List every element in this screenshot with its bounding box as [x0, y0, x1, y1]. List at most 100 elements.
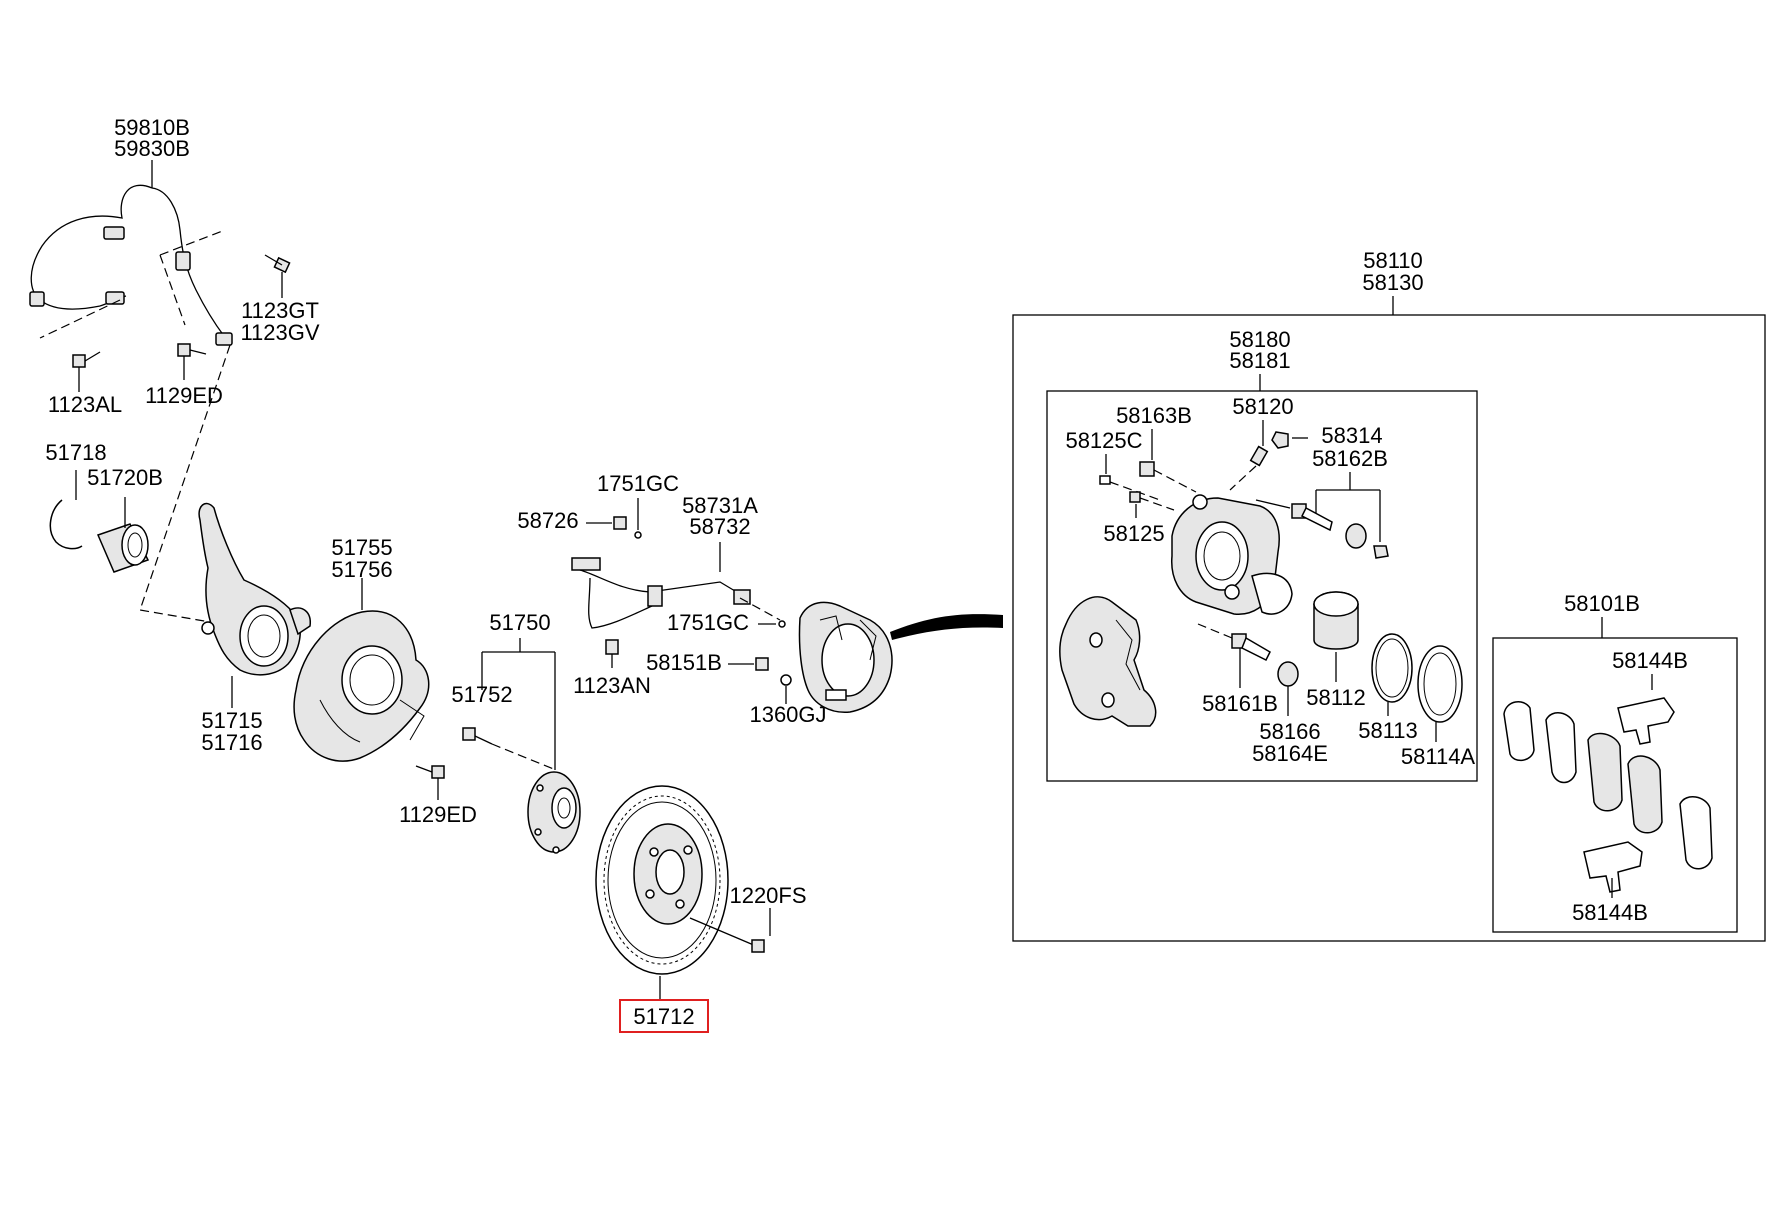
bolt-1123gt[interactable] [264, 254, 291, 274]
bleeder-cap[interactable] [1271, 431, 1289, 449]
wheel-hub[interactable] [527, 771, 581, 854]
label-58130[interactable]: 58130 [1362, 270, 1423, 295]
label-1123gt[interactable]: 1123GT [241, 298, 319, 323]
guide-line [739, 597, 781, 621]
guide-line [491, 743, 557, 771]
dust-cover[interactable] [293, 610, 430, 762]
pointer-arrow [890, 614, 1003, 640]
label-58163b[interactable]: 58163B [1116, 403, 1192, 428]
bolt-58726[interactable] [613, 516, 627, 530]
dust-cap-58125c[interactable] [1099, 475, 1111, 485]
caliper-piston[interactable] [1313, 591, 1359, 650]
wheel-bearing[interactable] [96, 523, 150, 573]
disc-screw[interactable] [689, 917, 765, 953]
bolt-58151b[interactable] [755, 657, 769, 671]
caliper-mount-bracket[interactable] [1059, 596, 1157, 727]
leader-pin-line [1255, 499, 1291, 509]
label-58120[interactable]: 58120 [1232, 394, 1293, 419]
label-51720b[interactable]: 51720B [87, 465, 163, 490]
label-58101b[interactable]: 58101B [1564, 591, 1640, 616]
steering-knuckle[interactable] [198, 502, 311, 676]
bleeder-screw[interactable] [1249, 445, 1269, 467]
bolt-58163b[interactable] [1139, 461, 1155, 477]
label-51715[interactable]: 51715 [201, 708, 262, 733]
label-1360gj[interactable]: 1360GJ [749, 702, 826, 727]
bolt-1129ed-top[interactable] [177, 343, 207, 357]
label-51750[interactable]: 51750 [489, 610, 550, 635]
label-58731a[interactable]: 58731A [682, 493, 758, 518]
label-58110[interactable]: 58110 [1363, 248, 1423, 273]
caliper-body-box [1046, 390, 1478, 782]
label-1123al[interactable]: 1123AL [48, 392, 122, 417]
label-58732[interactable]: 58732 [689, 514, 750, 539]
label-1123gv[interactable]: 1123GV [240, 320, 319, 345]
guide-pin-upper[interactable] [1291, 503, 1333, 532]
label-58162b[interactable]: 58162B [1312, 446, 1388, 471]
bracket-51750 [481, 638, 556, 770]
pin-bushing-lower[interactable] [1277, 661, 1299, 687]
bolt-1129ed-low[interactable] [415, 765, 445, 779]
guide-line [1229, 465, 1257, 491]
label-58112[interactable]: 58112 [1306, 685, 1366, 710]
label-1129ed-low[interactable]: 1129ED [399, 802, 477, 827]
label-59830b[interactable]: 59830B [114, 136, 190, 161]
plug-58125[interactable] [1129, 491, 1141, 503]
label-51712[interactable]: 51712 [633, 1004, 694, 1029]
label-58125c[interactable]: 58125C [1065, 428, 1142, 453]
label-1751gc-top[interactable]: 1751GC [597, 471, 679, 496]
label-58164e[interactable]: 58164E [1252, 741, 1328, 766]
pad-clip-top[interactable] [1617, 697, 1675, 745]
label-58166[interactable]: 58166 [1259, 719, 1320, 744]
hub-bolt[interactable] [462, 727, 493, 745]
caliper-assembly[interactable] [798, 601, 893, 713]
label-1220fs[interactable]: 1220FS [729, 883, 806, 908]
guide-line [1139, 497, 1175, 511]
label-58125[interactable]: 58125 [1103, 521, 1164, 546]
bolt-1123al[interactable] [72, 351, 101, 368]
label-51755[interactable]: 51755 [331, 535, 392, 560]
brake-disc[interactable] [595, 785, 729, 975]
pin-cap-upper[interactable] [1373, 545, 1389, 559]
guide-line [159, 254, 186, 326]
label-51752[interactable]: 51752 [451, 682, 512, 707]
brake-hose[interactable] [571, 531, 751, 629]
piston-seal[interactable] [1371, 633, 1413, 703]
label-58161b[interactable]: 58161B [1202, 691, 1278, 716]
abs-sensor-wire[interactable] [29, 184, 233, 346]
pad-kit-box [1492, 637, 1738, 933]
label-58144b-top[interactable]: 58144B [1612, 648, 1688, 673]
guide-pin-lower[interactable] [1231, 633, 1271, 662]
label-58151b[interactable]: 58151B [646, 650, 722, 675]
label-51718[interactable]: 51718 [45, 440, 106, 465]
washer-1751gc[interactable] [778, 620, 786, 628]
label-1129ed-top[interactable]: 1129ED [145, 383, 223, 408]
disc-highlight-box [619, 999, 709, 1033]
pin-boot-upper[interactable] [1345, 523, 1367, 549]
guide-line [1197, 623, 1233, 639]
snap-ring[interactable] [49, 499, 83, 550]
guide-line [1109, 481, 1161, 501]
washer-1360gj[interactable] [780, 674, 792, 686]
label-58144b-bottom[interactable]: 58144B [1572, 900, 1648, 925]
label-1123an[interactable]: 1123AN [573, 673, 651, 698]
label-51756[interactable]: 51756 [331, 557, 392, 582]
caliper-housing[interactable] [1171, 494, 1293, 615]
label-58180[interactable]: 58180 [1229, 327, 1290, 352]
piston-boot[interactable] [1417, 645, 1463, 723]
guide-line [159, 229, 226, 256]
bracket-58162b [1315, 472, 1381, 542]
label-1751gc-mid[interactable]: 1751GC [667, 610, 749, 635]
label-58114a[interactable]: 58114A [1401, 744, 1476, 769]
brake-pad-shim-left[interactable] [1503, 701, 1577, 784]
label-59810b[interactable]: 59810B [114, 115, 190, 140]
label-58314[interactable]: 58314 [1321, 423, 1382, 448]
brake-pad-inner[interactable] [1587, 732, 1663, 834]
bolt-1123an[interactable] [605, 639, 619, 668]
label-58113[interactable]: 58113 [1358, 718, 1418, 743]
brake-pad-shim-right[interactable] [1679, 796, 1713, 870]
label-51716[interactable]: 51716 [201, 730, 262, 755]
label-58726[interactable]: 58726 [517, 508, 578, 533]
label-58181[interactable]: 58181 [1229, 348, 1290, 373]
pad-clip-bottom[interactable] [1583, 841, 1643, 893]
